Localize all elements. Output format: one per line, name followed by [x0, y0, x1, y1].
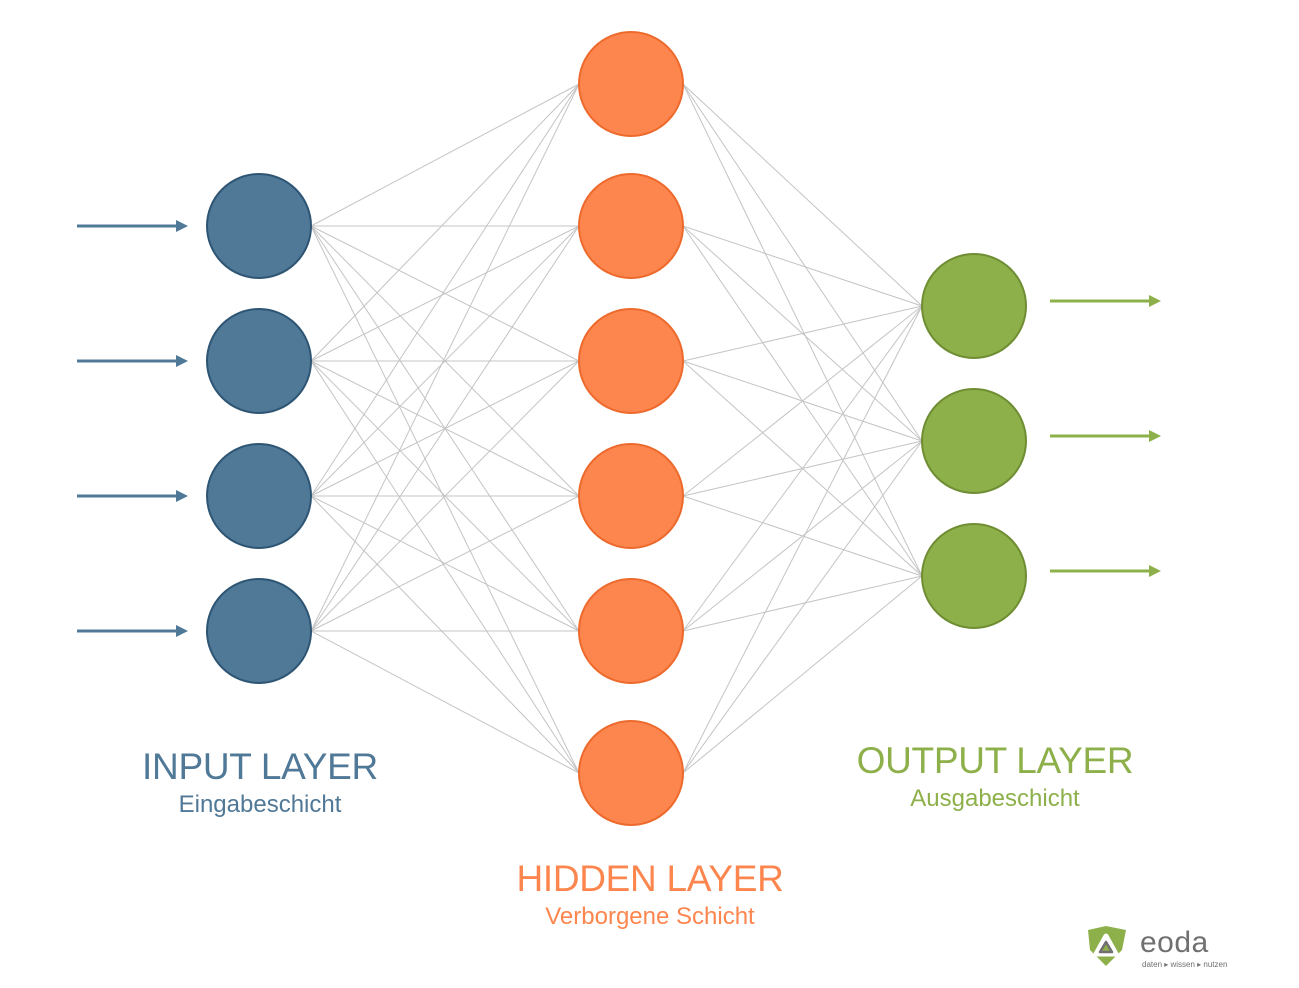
hidden-node	[578, 31, 684, 137]
hidden-node	[578, 720, 684, 826]
output-node	[921, 388, 1027, 494]
hidden-layer-label: HIDDEN LAYER Verborgene Schicht	[480, 858, 820, 932]
output-layer-label: OUTPUT LAYER Ausgabeschicht	[825, 740, 1165, 814]
hidden-node	[578, 443, 684, 549]
output-arrow-head	[1149, 295, 1161, 307]
io-arrows	[77, 220, 1161, 637]
connection-line	[682, 83, 923, 307]
connection-line	[310, 225, 580, 774]
eoda-logo: eoda daten ▸ wissen ▸ nutzen	[1082, 922, 1242, 970]
connection-line	[310, 495, 580, 632]
input-node	[206, 443, 312, 549]
input-arrow-head	[176, 490, 188, 502]
logo-wordmark: eoda	[1140, 926, 1209, 959]
connection-line	[310, 360, 580, 632]
output-layer-subtitle: Ausgabeschicht	[910, 784, 1080, 812]
connection-line	[682, 225, 923, 307]
hidden-layer-subtitle: Verborgene Schicht	[545, 902, 755, 930]
output-layer-title: OUTPUT LAYER	[856, 740, 1134, 781]
connection-line	[682, 305, 923, 774]
hidden-node	[578, 173, 684, 279]
output-arrow-head	[1149, 430, 1161, 442]
connection-line	[310, 83, 580, 362]
connection-line	[682, 440, 923, 632]
output-arrow-head	[1149, 565, 1161, 577]
output-node	[921, 523, 1027, 629]
connection-line	[310, 360, 580, 774]
eoda-logo-icon	[1088, 926, 1126, 966]
connection-line	[310, 225, 580, 362]
input-layer-label: INPUT LAYER Eingabeschicht	[110, 746, 410, 820]
input-node	[206, 173, 312, 279]
hidden-node	[578, 308, 684, 414]
input-arrow-head	[176, 220, 188, 232]
connection-line	[682, 305, 923, 632]
connection-line	[310, 83, 580, 227]
connection-line	[310, 225, 580, 632]
connection-line	[682, 305, 923, 362]
nodes	[206, 31, 1027, 826]
connection-line	[682, 575, 923, 774]
hidden-layer-title: HIDDEN LAYER	[516, 858, 784, 899]
connection-line	[682, 83, 923, 577]
connection-line	[310, 83, 580, 632]
connections	[310, 83, 923, 774]
connection-line	[310, 225, 580, 497]
connection-line	[310, 83, 580, 497]
input-node	[206, 308, 312, 414]
output-node	[921, 253, 1027, 359]
connection-line	[682, 440, 923, 774]
connection-line	[682, 575, 923, 632]
logo-tagline: daten ▸ wissen ▸ nutzen	[1142, 960, 1228, 969]
connection-line	[682, 83, 923, 442]
input-arrow-head	[176, 355, 188, 367]
connection-line	[310, 630, 580, 774]
input-layer-subtitle: Eingabeschicht	[178, 790, 342, 818]
input-layer-title: INPUT LAYER	[142, 746, 378, 787]
input-arrow-head	[176, 625, 188, 637]
connection-line	[682, 305, 923, 497]
hidden-node	[578, 578, 684, 684]
connection-line	[310, 495, 580, 774]
input-node	[206, 578, 312, 684]
